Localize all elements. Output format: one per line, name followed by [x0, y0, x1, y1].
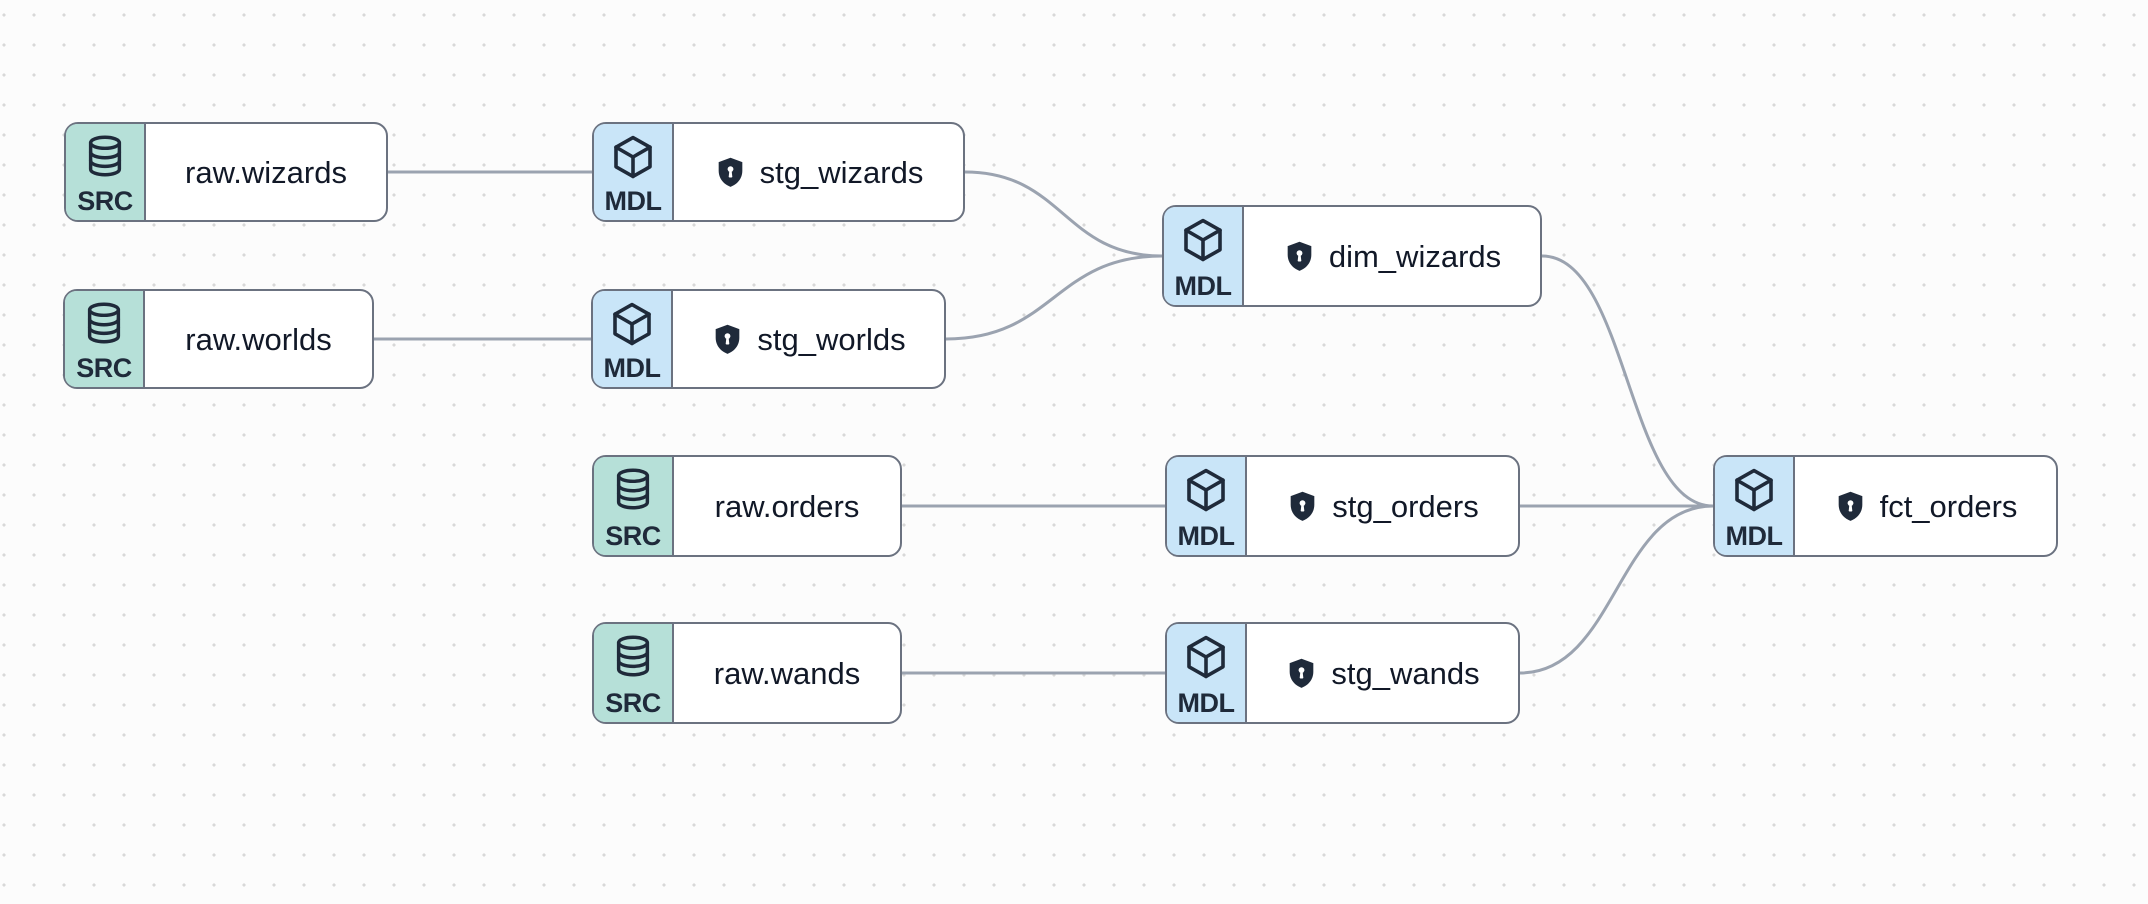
node-type-badge: SRC	[594, 624, 674, 722]
shield-icon	[711, 322, 744, 356]
node-type-label: SRC	[605, 688, 661, 718]
node-label: raw.orders	[714, 488, 860, 524]
node-type-badge: MDL	[1164, 207, 1244, 305]
cube-icon	[1730, 466, 1778, 514]
node-type-badge: SRC	[594, 457, 674, 555]
edge-dim_wizards-to-fct_orders	[1541, 254, 1714, 508]
node-label: stg_wizards	[759, 154, 924, 190]
node-raw_worlds[interactable]: SRC raw.worlds	[63, 289, 374, 389]
node-raw_wands[interactable]: SRC raw.wands	[592, 622, 902, 724]
node-type-label: MDL	[1174, 271, 1232, 301]
edge-stg_wands-to-fct_orders	[1519, 504, 1714, 675]
database-icon	[610, 466, 656, 512]
node-label: fct_orders	[1879, 488, 2018, 524]
node-type-badge: MDL	[594, 124, 674, 220]
node-type-badge: MDL	[593, 291, 673, 387]
edge-stg_worlds-to-dim_wizards	[945, 254, 1163, 341]
cube-icon	[1179, 216, 1227, 264]
database-icon	[610, 633, 656, 679]
node-stg_wands[interactable]: MDL stg_wands	[1165, 622, 1520, 724]
node-label: raw.wands	[713, 655, 861, 691]
node-label: raw.wizards	[185, 154, 347, 190]
node-label: raw.worlds	[185, 321, 332, 357]
node-type-badge: SRC	[65, 291, 145, 387]
node-label: dim_wizards	[1328, 238, 1502, 274]
node-body: raw.worlds	[145, 291, 372, 387]
node-body: fct_orders	[1795, 457, 2056, 555]
node-type-label: MDL	[1725, 521, 1783, 551]
node-type-label: SRC	[605, 521, 661, 551]
node-dim_wizards[interactable]: MDL dim_wizards	[1162, 205, 1542, 307]
cube-icon	[1182, 466, 1230, 514]
shield-icon	[1834, 489, 1867, 523]
node-label: stg_worlds	[757, 321, 906, 357]
node-stg_wizards[interactable]: MDL stg_wizards	[592, 122, 965, 222]
node-label: stg_orders	[1332, 488, 1479, 524]
node-body: stg_wands	[1247, 624, 1518, 722]
node-type-badge: MDL	[1715, 457, 1795, 555]
node-type-label: MDL	[604, 186, 662, 216]
node-body: dim_wizards	[1244, 207, 1540, 305]
node-stg_worlds[interactable]: MDL stg_worlds	[591, 289, 946, 389]
node-type-label: SRC	[76, 353, 132, 383]
cube-icon	[608, 300, 656, 348]
database-icon	[82, 133, 128, 179]
node-type-label: SRC	[77, 186, 133, 216]
node-body: stg_orders	[1247, 457, 1518, 555]
node-type-label: MDL	[1177, 688, 1235, 718]
cube-icon	[609, 133, 657, 181]
node-type-label: MDL	[603, 353, 661, 383]
node-body: raw.wands	[674, 624, 900, 722]
cube-icon	[1182, 633, 1230, 681]
edge-stg_wizards-to-dim_wizards	[964, 170, 1163, 258]
shield-icon	[1285, 656, 1318, 690]
node-body: stg_worlds	[673, 291, 944, 387]
node-body: raw.wizards	[146, 124, 386, 220]
shield-icon	[714, 155, 747, 189]
node-raw_orders[interactable]: SRC raw.orders	[592, 455, 902, 557]
shield-icon	[1286, 489, 1319, 523]
database-icon	[81, 300, 127, 346]
node-type-badge: SRC	[66, 124, 146, 220]
node-body: stg_wizards	[674, 124, 963, 220]
node-body: raw.orders	[674, 457, 900, 555]
node-stg_orders[interactable]: MDL stg_orders	[1165, 455, 1520, 557]
node-type-badge: MDL	[1167, 624, 1247, 722]
node-type-label: MDL	[1177, 521, 1235, 551]
node-raw_wizards[interactable]: SRC raw.wizards	[64, 122, 388, 222]
shield-icon	[1283, 239, 1316, 273]
node-fct_orders[interactable]: MDL fct_orders	[1713, 455, 2058, 557]
node-label: stg_wands	[1331, 655, 1480, 691]
node-type-badge: MDL	[1167, 457, 1247, 555]
